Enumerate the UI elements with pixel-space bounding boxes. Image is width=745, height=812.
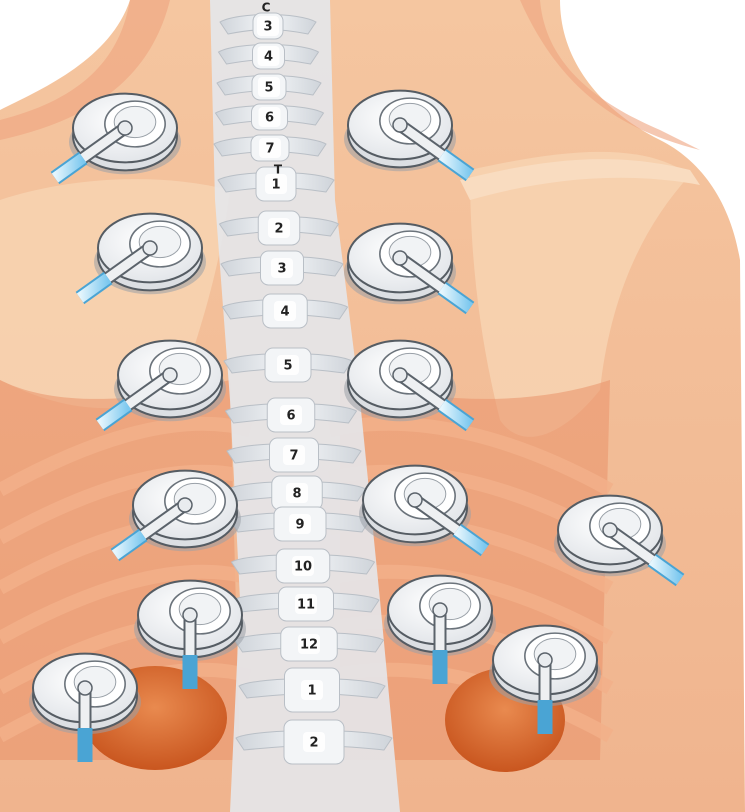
vertebra-label-t6: 6	[286, 409, 295, 424]
vertebra-label-t9: 9	[295, 518, 304, 533]
vertebra-label-t7: 7	[289, 449, 298, 464]
vertebra-label-c7: 7	[265, 142, 274, 157]
vertebra-label-t8: 8	[292, 487, 301, 502]
vertebra-label-t12: 12	[300, 638, 318, 653]
vertebra-label-t10: 10	[294, 560, 312, 575]
vertebra-label-l1: 1	[307, 684, 316, 699]
vertebra-label-c5: 5	[264, 81, 273, 96]
vertebra-label-c6: 6	[265, 111, 274, 126]
cervical-region-letter: C	[262, 1, 271, 15]
vertebra-label-t11: 11	[297, 598, 315, 613]
vertebra-label-t3: 3	[277, 262, 286, 277]
vertebra-label-l2: 2	[309, 736, 318, 751]
vertebra-label-t2: 2	[274, 222, 283, 237]
vertebra-label-t5: 5	[283, 359, 292, 374]
vertebra-label-t1: 1	[271, 178, 280, 193]
vertebra-label-c3: 3	[263, 20, 272, 35]
vertebra-label-t4: 4	[280, 305, 289, 320]
vertebra-label-c4: 4	[264, 50, 273, 65]
